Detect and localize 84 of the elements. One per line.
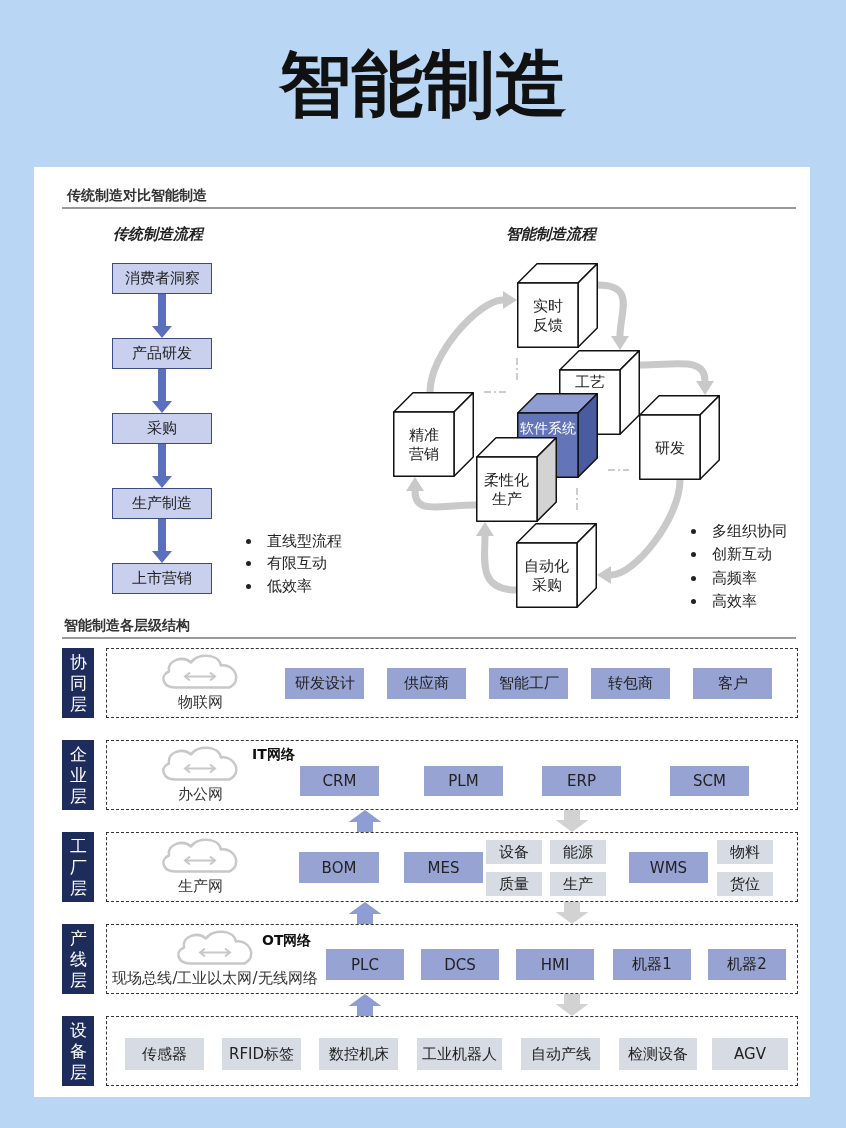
layer-container [106, 832, 798, 902]
cube-label: 软件系统 [519, 418, 576, 438]
bullet-text: 创新互动 [712, 544, 772, 564]
arrow [555, 902, 589, 924]
system-box: PLC [326, 949, 404, 980]
layer-container [106, 648, 798, 718]
system-box: WMS [629, 852, 708, 883]
arrow [555, 994, 589, 1016]
curved-arrow [406, 477, 477, 511]
cube-label: 柔性化生产 [483, 470, 530, 509]
layer-container [106, 740, 798, 810]
network-label: 现场总线/工业以太网/无线网络 [112, 969, 318, 988]
cube-label: 自动化采购 [523, 556, 570, 595]
process-box: 产品研发 [112, 338, 212, 369]
system-box: CRM [300, 766, 379, 796]
process-box: 消费者洞察 [112, 263, 212, 294]
cube-label: 精准营销 [407, 425, 440, 464]
device-box: 自动产线 [521, 1038, 600, 1070]
process-box: 生产制造 [112, 488, 212, 519]
arrow [152, 294, 172, 338]
process-box: 上市营销 [112, 563, 212, 594]
subheading: 智能制造流程 [506, 225, 596, 244]
module-box: 设备 [486, 840, 542, 864]
system-box: 机器2 [708, 949, 786, 980]
system-box: BOM [299, 852, 379, 883]
system-box: 客户 [693, 668, 772, 699]
device-box: 检测设备 [619, 1038, 697, 1070]
bullet-text: 直线型流程 [267, 531, 342, 551]
device-box: 数控机床 [319, 1038, 398, 1070]
title: 智能制造 [279, 41, 567, 128]
arrow [555, 810, 589, 832]
layer-band: 协同层 [62, 648, 94, 718]
bullet-text: 低效率 [267, 576, 312, 596]
system-box: HMI [516, 949, 594, 980]
network-type-label: OT网络 [262, 931, 312, 949]
network-label: 物联网 [177, 693, 223, 712]
network-label: 生产网 [177, 877, 223, 896]
system-box: MES [404, 852, 483, 883]
module-box: 质量 [486, 872, 542, 896]
module-box: 货位 [717, 872, 773, 896]
arrow [152, 369, 172, 413]
cube-label: 工艺 [574, 372, 605, 392]
subheading: 传统制造流程 [113, 225, 203, 244]
system-box: 智能工厂 [489, 668, 568, 699]
section-heading: 智能制造各层级结构 [64, 616, 190, 634]
bullet-text: 有限互动 [267, 553, 327, 573]
system-box: 机器1 [613, 949, 691, 980]
cube-label: 研发 [654, 438, 685, 457]
module-box: 物料 [717, 840, 773, 864]
bullet-text: 高频率 [712, 568, 757, 588]
bullet-text: 多组织协同 [712, 521, 787, 541]
system-box: 供应商 [387, 668, 466, 699]
layer-container [106, 924, 798, 994]
layer-container [106, 1016, 798, 1086]
layer-band: 工厂层 [62, 832, 94, 902]
arrow [152, 444, 172, 488]
arrow [348, 902, 382, 924]
layer-band: 产线层 [62, 924, 94, 994]
network-type-label: IT网络 [252, 745, 295, 763]
device-box: 传感器 [125, 1038, 204, 1070]
curved-arrow [426, 291, 517, 393]
curved-arrow [597, 479, 684, 584]
layer-band: 企业层 [62, 740, 94, 810]
network-label: 办公网 [177, 785, 223, 804]
system-box: SCM [670, 766, 749, 796]
curved-arrow [639, 360, 714, 395]
device-box: AGV [712, 1038, 788, 1070]
system-box: 转包商 [591, 668, 670, 699]
process-box: 采购 [112, 413, 212, 444]
system-box: PLM [424, 766, 503, 796]
arrow [348, 994, 382, 1016]
system-box: ERP [542, 766, 621, 796]
layer-band: 设备层 [62, 1016, 94, 1086]
module-box: 能源 [550, 840, 606, 864]
device-box: 工业机器人 [417, 1038, 502, 1070]
module-box: 生产 [550, 872, 606, 896]
device-box: RFID标签 [222, 1038, 301, 1070]
system-box: 研发设计 [285, 668, 364, 699]
system-box: DCS [421, 949, 499, 980]
section-heading: 传统制造对比智能制造 [67, 186, 207, 204]
bullet-text: 高效率 [712, 591, 757, 611]
arrow [348, 810, 382, 832]
cube-label: 实时反馈 [531, 296, 564, 335]
arrow [152, 519, 172, 563]
